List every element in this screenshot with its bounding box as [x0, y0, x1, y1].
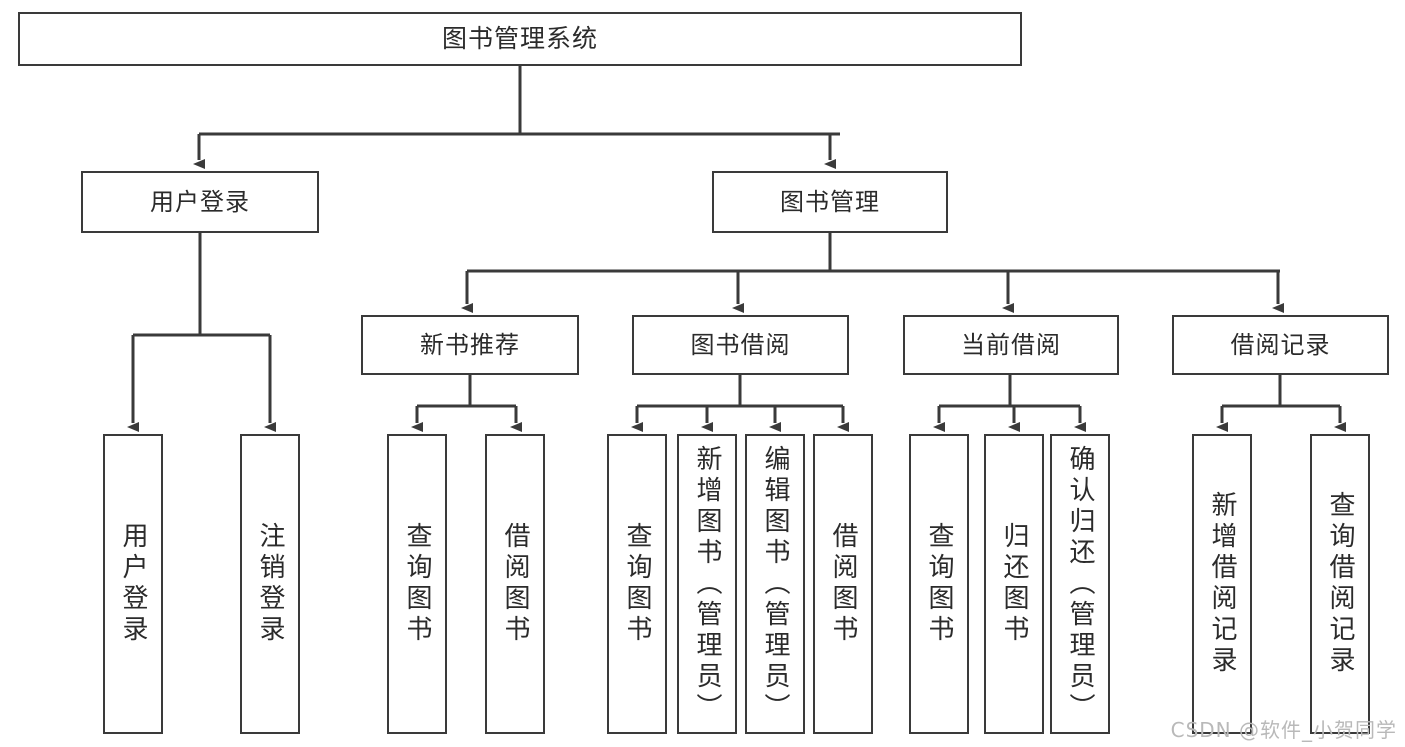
node-leaf-add-record-label: 新增借阅记录	[1207, 491, 1237, 677]
node-leaf-edit-book-label: 编辑图书（管理员）	[760, 444, 790, 724]
node-leaf-query-book-3[interactable]: 查询图书	[909, 434, 969, 734]
node-leaf-add-record[interactable]: 新增借阅记录	[1192, 434, 1252, 734]
node-leaf-add-book-label: 新增图书（管理员）	[692, 444, 722, 724]
node-borrow-record[interactable]: 借阅记录	[1172, 315, 1389, 375]
node-leaf-query-book-2-label: 查询图书	[622, 522, 652, 646]
node-leaf-add-book[interactable]: 新增图书（管理员）	[677, 434, 737, 734]
node-leaf-query-record-label: 查询借阅记录	[1325, 491, 1355, 677]
node-leaf-user-login-label: 用户登录	[118, 522, 148, 646]
node-book-manage[interactable]: 图书管理	[712, 171, 948, 233]
node-leaf-query-book-1-label: 查询图书	[402, 522, 432, 646]
node-leaf-borrow-book-2[interactable]: 借阅图书	[813, 434, 873, 734]
node-new-book-rec-label: 新书推荐	[420, 330, 520, 359]
node-borrow-record-label: 借阅记录	[1230, 330, 1331, 359]
node-leaf-confirm-return[interactable]: 确认归还（管理员）	[1050, 434, 1110, 734]
node-current-borrow-label: 当前借阅	[961, 330, 1061, 359]
node-leaf-user-login[interactable]: 用户登录	[103, 434, 163, 734]
node-leaf-user-logout-label: 注销登录	[255, 522, 285, 646]
node-leaf-edit-book[interactable]: 编辑图书（管理员）	[745, 434, 805, 734]
node-leaf-return-book[interactable]: 归还图书	[984, 434, 1044, 734]
node-book-manage-label: 图书管理	[780, 187, 880, 216]
watermark: CSDN @软件_小贺同学	[1170, 718, 1397, 742]
node-leaf-query-book-1[interactable]: 查询图书	[387, 434, 447, 734]
node-leaf-query-book-2[interactable]: 查询图书	[607, 434, 667, 734]
node-book-borrow[interactable]: 图书借阅	[632, 315, 849, 375]
node-leaf-confirm-return-label: 确认归还（管理员）	[1065, 444, 1095, 724]
node-leaf-borrow-book-1[interactable]: 借阅图书	[485, 434, 545, 734]
node-root[interactable]: 图书管理系统	[18, 12, 1022, 66]
node-leaf-borrow-book-1-label: 借阅图书	[500, 522, 530, 646]
node-leaf-query-record[interactable]: 查询借阅记录	[1310, 434, 1370, 734]
node-leaf-borrow-book-2-label: 借阅图书	[828, 522, 858, 646]
node-new-book-rec[interactable]: 新书推荐	[361, 315, 579, 375]
node-current-borrow[interactable]: 当前借阅	[903, 315, 1119, 375]
node-leaf-return-book-label: 归还图书	[999, 522, 1029, 646]
node-leaf-query-book-3-label: 查询图书	[924, 522, 954, 646]
node-user-login-label: 用户登录	[150, 187, 250, 216]
node-root-label: 图书管理系统	[441, 24, 598, 53]
node-leaf-user-logout[interactable]: 注销登录	[240, 434, 300, 734]
node-book-borrow-label: 图书借阅	[690, 330, 791, 359]
node-user-login[interactable]: 用户登录	[81, 171, 319, 233]
